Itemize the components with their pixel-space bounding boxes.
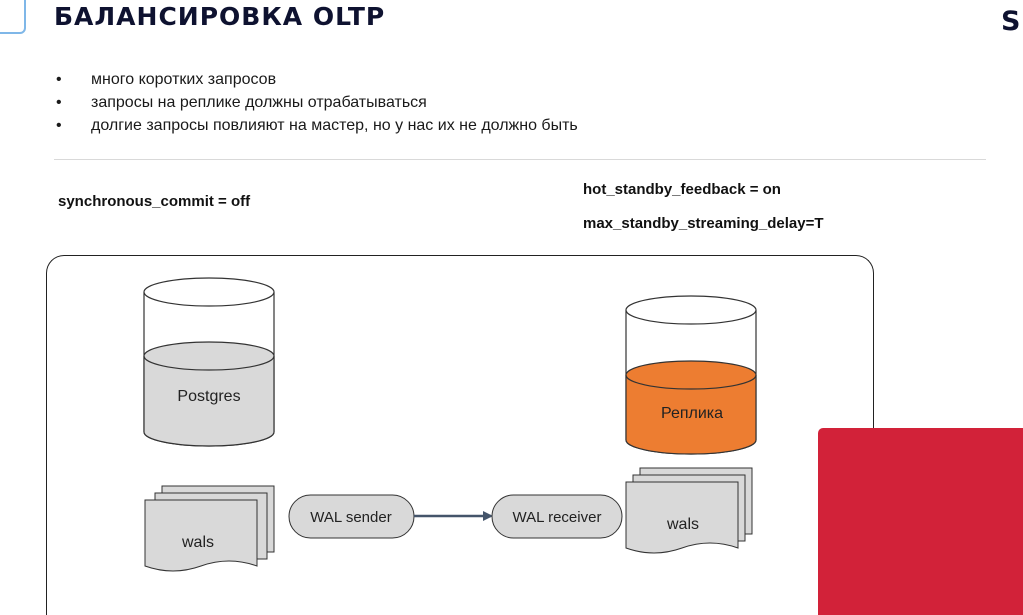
wal-sender-label: WAL sender [310,509,391,526]
bullet-item: долгие запросы повлияют на мастер, но у … [56,114,578,137]
replica-label: Реплика [661,405,723,422]
bullet-item: запросы на реплике должны отрабатываться [56,91,578,114]
bullet-list: много коротких запросов запросы на репли… [56,68,578,137]
postgres-label: Postgres [177,388,240,405]
brand-logo: S [1001,6,1021,37]
bullet-item: много коротких запросов [56,68,578,91]
postgres-database-icon [143,277,275,447]
replica-wals-label: wals [666,516,699,533]
accent-red-block [818,428,1023,615]
master-wals-document-icon [144,485,275,572]
master-wals-label: wals [181,534,214,551]
replica-database-icon [625,295,757,455]
corner-frame-decoration [0,0,26,34]
max-standby-streaming-delay-param: max_standby_streaming_delay=T [583,215,824,232]
slide-title: БАЛАНСИРОВКА OLTP [54,2,386,31]
wal-receiver-node [491,494,623,539]
synchronous-commit-param: synchronous_commit = off [58,193,251,210]
wal-receiver-label: WAL receiver [513,509,602,526]
divider-line [54,159,986,160]
replica-wals-document-icon [625,467,753,554]
hot-standby-feedback-param: hot_standby_feedback = on [583,181,781,198]
